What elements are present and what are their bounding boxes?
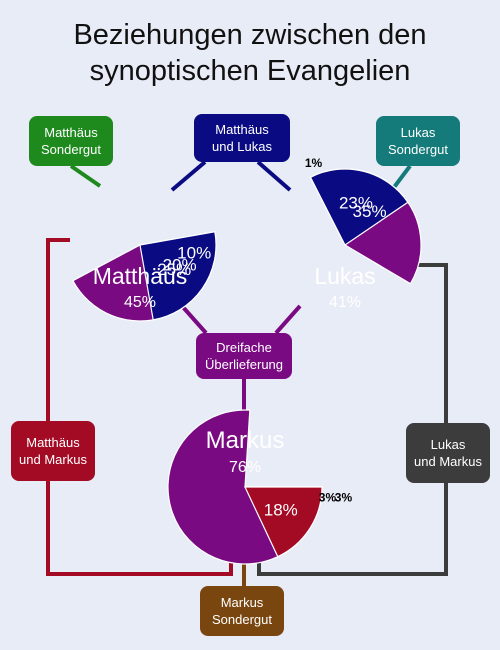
pie-label-lukas-dreifache: 41%: [329, 294, 361, 311]
connector-dreifache-lukas: [274, 304, 302, 335]
connector-dreifache-matthaeus: [180, 304, 208, 335]
pie-label-markus-markus_sondergut: 3%: [319, 491, 337, 505]
pie-lukas: [309, 168, 422, 285]
pie-label-markus-lukas_markus: 3%: [335, 491, 353, 505]
connector-lukas-markus: [257, 263, 448, 576]
pie-slice-lukas-matthaeus_lukas: [309, 168, 409, 246]
pie-labels: 45% 10%20%25%Matthäus 35% 1% 41% 23% Lukas 76% 3…: [93, 156, 387, 520]
connector-lines: [46, 160, 448, 586]
pie-name-markus: Markus: [206, 427, 285, 454]
pie-markus: [167, 409, 323, 565]
connector-lukas-sondergut: [390, 164, 412, 192]
box-lukas-und-markus: Lukas und Markus: [406, 423, 490, 483]
pie-label-markus-matthaeus_markus: 18%: [264, 501, 298, 520]
pie-label-matthaeus-matthaeus_lukas: 25%: [157, 260, 191, 279]
connector-matthaeus-lukas-right: [256, 160, 292, 192]
connector-matthaeus-lukas-left: [170, 160, 207, 192]
pie-slice-markus-matthaeus_markus: [244, 486, 323, 558]
diagram-title-line-2: synoptischen Evangelien: [89, 55, 411, 87]
box-matthaeus-und-markus: Matthäus und Markus: [11, 421, 95, 481]
pie-label-lukas-lukas_sondergut: 35%: [353, 202, 387, 221]
connector-matthaeus-markus: [46, 238, 233, 576]
pie-name-lukas: Lukas: [314, 263, 375, 289]
pie-matthaeus: [72, 231, 217, 322]
box-matthaeus-sondergut: Matthäus Sondergut: [29, 116, 113, 166]
pie-charts: [72, 168, 422, 565]
pie-slice-matthaeus-matthaeus_lukas: [139, 231, 217, 321]
box-markus-sondergut: Markus Sondergut: [200, 586, 284, 636]
pie-name-matthaeus: Matthäus: [93, 263, 188, 289]
box-dreifache-ueberlieferung: Dreifache Überlieferung: [196, 333, 292, 379]
box-matthaeus-und-lukas: Matthäus und Lukas: [194, 114, 290, 162]
box-lukas-sondergut: Lukas Sondergut: [376, 116, 460, 166]
pie-label-lukas-lukas_markus: 1%: [305, 156, 323, 170]
diagram-title-line-1: Beziehungen zwischen den: [73, 19, 427, 51]
pie-label-markus-dreifache: 76%: [229, 459, 261, 476]
pie-label-matthaeus-matthaeus_sondergut: 20%: [163, 255, 197, 274]
pie-label-matthaeus-dreifache: 45%: [124, 294, 156, 311]
connector-matthaeus-sondergut: [69, 164, 102, 188]
pie-label-lukas-matthaeus_lukas: 23%: [339, 193, 373, 212]
pie-label-matthaeus-matthaeus_markus: 10%: [177, 244, 211, 263]
